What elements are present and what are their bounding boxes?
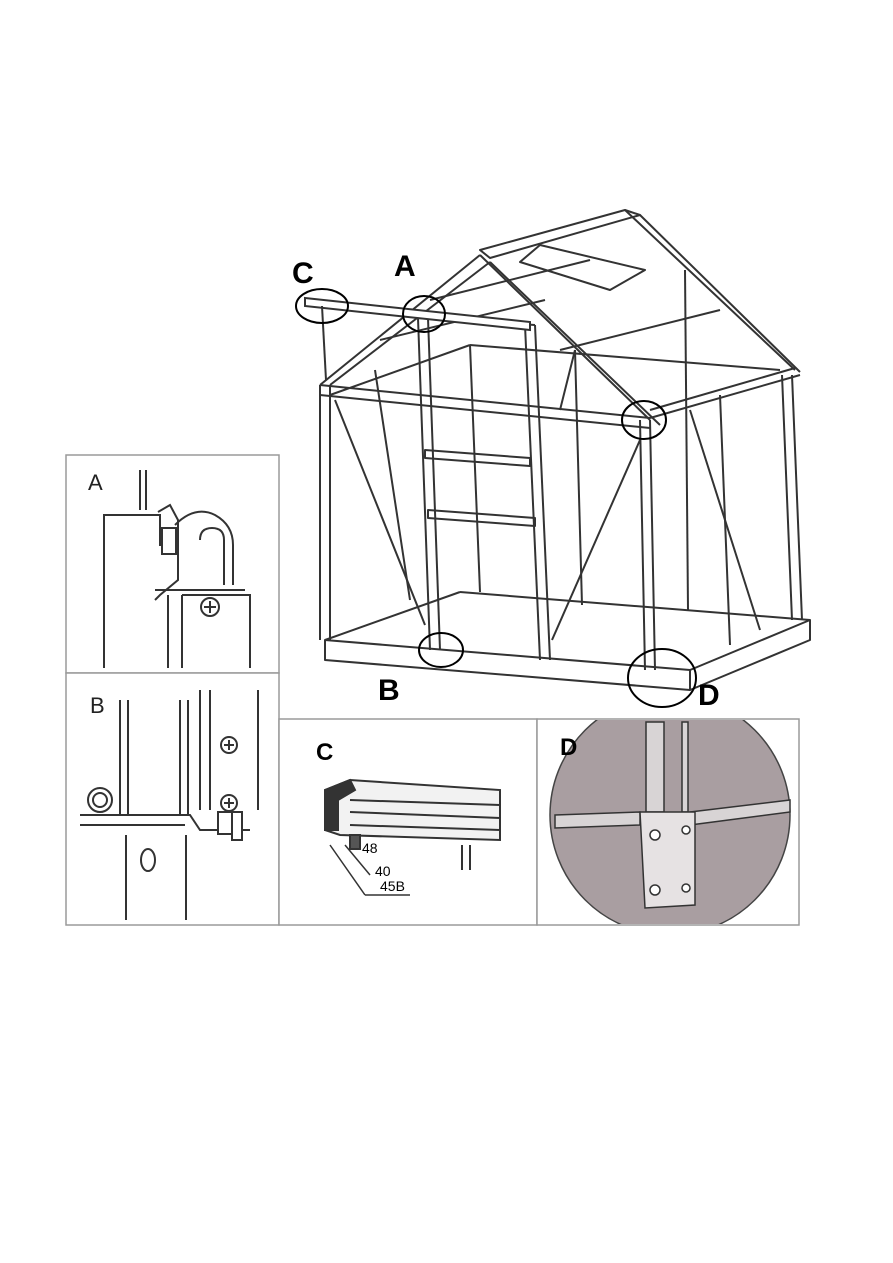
- callout-label-a: A: [394, 250, 416, 283]
- detail-panel-b: B: [66, 673, 279, 925]
- gutter-bar: [305, 298, 530, 380]
- callout-label-b: B: [378, 674, 400, 707]
- panel-c-letter: C: [316, 739, 333, 766]
- part-number-48: 48: [362, 840, 378, 856]
- part-number-45b: 45B: [380, 878, 405, 894]
- panel-d-letter: D: [560, 734, 577, 761]
- panel-b-letter: B: [90, 693, 105, 718]
- callout-label-c: C: [292, 257, 314, 290]
- detail-panel-c: C 48 40 45B: [279, 719, 537, 925]
- part-number-40: 40: [375, 863, 391, 879]
- detail-panel-d: D: [537, 695, 799, 935]
- panel-a-letter: A: [88, 470, 103, 495]
- callout-label-d: D: [698, 679, 720, 712]
- detail-panel-a: A: [66, 455, 279, 673]
- callout-circle-corner: [622, 401, 666, 439]
